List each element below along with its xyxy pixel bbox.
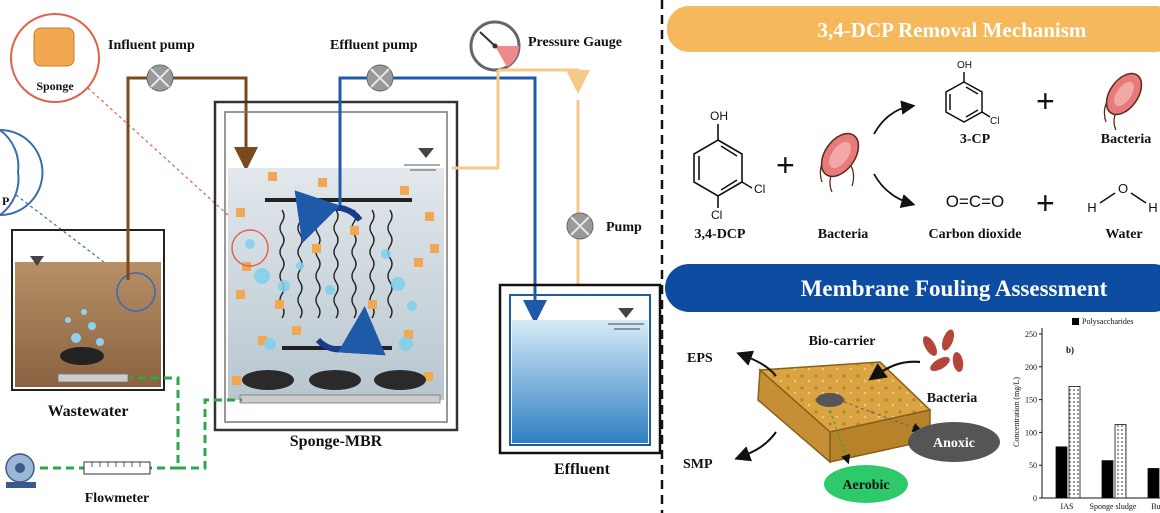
sponge-mbr-label: Sponge-MBR	[290, 433, 383, 450]
wastewater-tank	[11, 229, 165, 391]
influent-pump-label: Influent pump	[108, 38, 195, 53]
wastewater-label: Wastewater	[48, 403, 129, 420]
bar-sponge-sludge-0	[1101, 460, 1114, 499]
aerobic-label: Aerobic	[842, 478, 889, 493]
chart-panel-label: b)	[1066, 345, 1074, 355]
y-tick-label: 250	[1025, 330, 1037, 339]
product-water-label: Water	[1105, 227, 1142, 242]
reaction-arrow-up	[873, 100, 916, 135]
fouling-banner	[665, 264, 1160, 312]
partial-zoom-circle: P	[0, 129, 44, 216]
pump-label: Pump	[606, 220, 642, 235]
bacteria-cluster-icon	[923, 329, 964, 372]
effluent-pipe	[338, 76, 547, 324]
bio-carrier-label: Bio-carrier	[809, 334, 876, 349]
water-h-label: H	[1087, 200, 1096, 215]
product-co2-label: Carbon dioxide	[929, 227, 1022, 242]
y-tick-label: 50	[1029, 461, 1037, 470]
x-tick-label: Sponge sludge	[1090, 502, 1137, 511]
influent-pipe	[126, 76, 258, 280]
dcp-oh-label: OH	[710, 109, 728, 123]
dcp-structure	[693, 124, 753, 208]
effluent-label: Effluent	[554, 461, 611, 478]
influent-pump	[146, 64, 174, 92]
x-tick-label: IAS	[1061, 502, 1074, 511]
reaction-arrow-down	[873, 173, 916, 208]
return-pipe	[452, 68, 590, 285]
bar-sponge-sludge-1	[1114, 424, 1127, 499]
anoxic-dash	[843, 401, 923, 433]
dcp-cl-label: Cl	[754, 182, 765, 196]
aerobic-zone	[824, 465, 908, 503]
pressure-gauge-label: Pressure Gauge	[528, 35, 622, 50]
product-bacteria-label: Bacteria	[1101, 132, 1152, 147]
bio-carrier-icon	[757, 361, 932, 464]
pressure-gauge-icon	[469, 20, 521, 72]
sponge-mbr-tank	[213, 100, 459, 432]
legend-polysaccharides: Polysaccharides	[1082, 317, 1134, 326]
fouling-title: Membrane Fouling Assessment	[801, 276, 1108, 301]
x-tick-label: Bulk	[1151, 502, 1160, 511]
bar-ias-1	[1068, 386, 1081, 499]
return-pump	[566, 212, 594, 240]
blower-icon	[5, 453, 36, 488]
sponge-label: Sponge	[36, 79, 74, 93]
bacteria-icon	[819, 132, 860, 193]
sponge-zoom-dash	[87, 87, 251, 236]
flowmeter-label: Flowmeter	[85, 491, 150, 506]
y-tick-label: 150	[1025, 396, 1037, 405]
partial-circle-letter: P	[2, 194, 9, 208]
removal-banner	[667, 6, 1160, 52]
reactant-label: 3,4-DCP	[695, 227, 746, 242]
anoxic-label: Anoxic	[933, 436, 975, 451]
y-tick-label: 100	[1025, 428, 1037, 437]
effluent-tank	[498, 283, 662, 455]
bacteria-arrow	[868, 360, 921, 381]
dcp-cl2-label: Cl	[711, 208, 722, 222]
bacteria-label: Bacteria	[818, 227, 869, 242]
flowmeter-icon	[83, 461, 151, 475]
product-3cp-label: 3-CP	[960, 132, 991, 147]
anoxic-zone	[908, 422, 1000, 462]
cp-structure	[945, 72, 991, 123]
cp-cl-label: Cl	[990, 116, 999, 127]
plus-sign-1: +	[776, 147, 795, 183]
polysaccharide-chart: 0 50 100 150 200 250 IAS Sponge sludge Bulk Pol…	[1012, 317, 1160, 511]
y-tick-label: 200	[1025, 363, 1037, 372]
water-h2-label: H	[1148, 200, 1157, 215]
legend-swatch-polysaccharides	[1072, 318, 1079, 325]
water-o-label: O	[1118, 181, 1128, 196]
effluent-pump-label: Effluent pump	[330, 38, 418, 53]
y-tick-label: 0	[1033, 494, 1037, 503]
eps-arrow	[736, 350, 777, 377]
bar-ias-0	[1055, 446, 1068, 499]
bar-bulk-0	[1147, 468, 1160, 499]
water-structure	[1099, 192, 1147, 204]
chart-ylabel: Concentration (mg/L)	[1012, 377, 1021, 447]
bacteria-fouling-label: Bacteria	[927, 391, 978, 406]
air-line	[40, 376, 242, 470]
cp-oh-label: OH	[957, 60, 972, 71]
sponge-zoom: Sponge	[10, 13, 100, 103]
co2-formula: O=C=O	[946, 192, 1005, 211]
plus-sign-2: +	[1036, 83, 1055, 119]
plus-sign-3: +	[1036, 185, 1055, 221]
smp-label: SMP	[683, 457, 713, 472]
eps-label: EPS	[687, 351, 713, 366]
smp-arrow	[734, 431, 777, 462]
bacteria-product-icon	[1103, 72, 1143, 131]
effluent-pump	[366, 64, 394, 92]
removal-title: 3,4-DCP Removal Mechanism	[818, 18, 1087, 42]
